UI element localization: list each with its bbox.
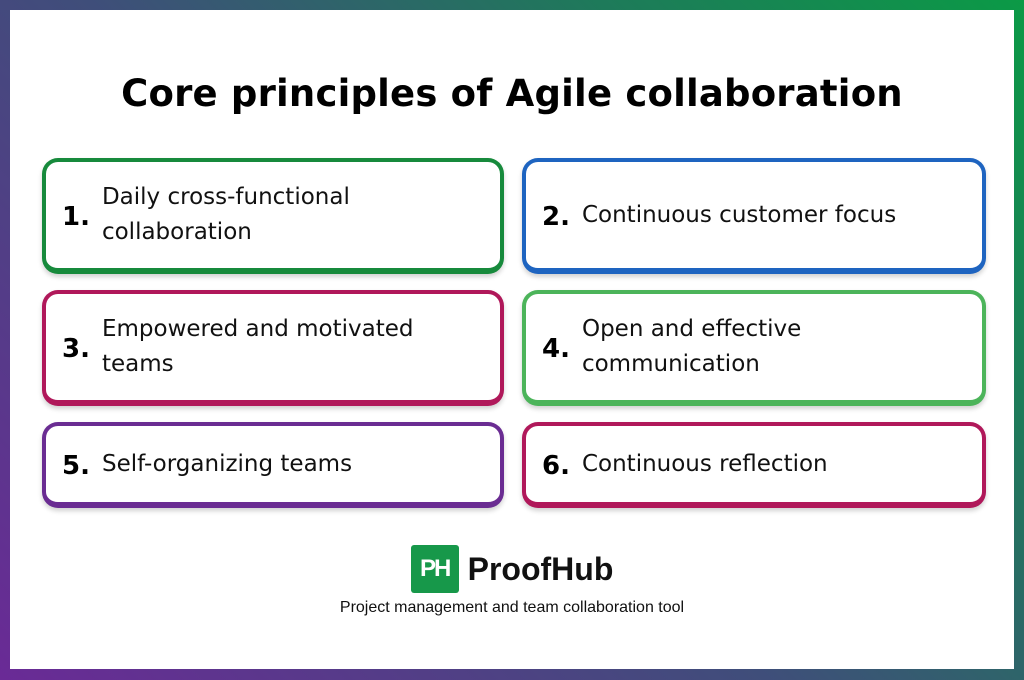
principle-number: 2. <box>542 202 570 232</box>
principle-card-5: 5. Self-organizing teams <box>42 422 504 508</box>
brand-name: ProofHub <box>467 550 614 587</box>
brand-logo: PH ProofHub <box>10 545 1014 593</box>
brand-tagline: Project management and team collaboratio… <box>339 599 685 616</box>
principle-card-2: 2. Continuous customer focus <box>522 158 986 274</box>
principle-card-4: 4. Open and effective communication <box>522 290 986 406</box>
proofhub-logo-icon: PH <box>410 545 459 593</box>
principle-text: Continuous customer focus <box>581 201 897 228</box>
principle-card-3: 3. Empowered and motivated teams <box>42 290 504 406</box>
principle-text: Continuous reflection <box>581 450 828 477</box>
principle-card-6: 6. Continuous reflection <box>522 422 986 508</box>
principle-number: 4. <box>542 334 570 364</box>
principle-text: Self-organizing teams <box>101 450 353 477</box>
principle-card-1: 1. Daily cross-functional collaboration <box>42 158 504 274</box>
principle-number: 6. <box>542 451 570 481</box>
principle-number: 3. <box>62 334 90 364</box>
infographic-canvas: Core principles of Agile collaboration 1… <box>10 10 1014 669</box>
principle-number: 5. <box>62 451 90 481</box>
principle-text: Open and effective communication <box>581 316 802 377</box>
page-title: Core principles of Agile collaboration <box>121 72 903 115</box>
principle-text: Daily cross-functional collaboration <box>101 184 350 245</box>
principle-text: Empowered and motivated teams <box>101 316 414 377</box>
principle-number: 1. <box>62 202 90 232</box>
